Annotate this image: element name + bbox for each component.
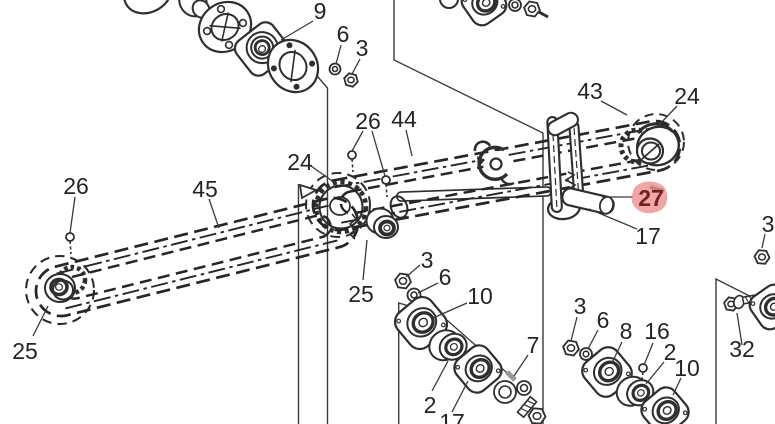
svg-text:10: 10 [674, 355, 700, 381]
svg-text:27: 27 [638, 185, 664, 211]
svg-text:43: 43 [577, 78, 603, 104]
svg-text:32: 32 [729, 336, 755, 362]
svg-text:16: 16 [644, 318, 670, 344]
svg-text:3: 3 [574, 293, 587, 319]
svg-text:26: 26 [355, 108, 381, 134]
svg-text:3: 3 [356, 35, 369, 61]
svg-text:7: 7 [527, 332, 540, 358]
svg-text:25: 25 [348, 281, 374, 307]
svg-text:26: 26 [63, 173, 89, 199]
svg-text:45: 45 [192, 176, 218, 202]
svg-text:44: 44 [391, 106, 417, 132]
svg-text:3: 3 [762, 211, 775, 237]
svg-text:3: 3 [421, 247, 434, 273]
svg-text:25: 25 [12, 338, 38, 364]
svg-text:2: 2 [424, 392, 437, 418]
svg-text:24: 24 [287, 149, 313, 175]
svg-text:8: 8 [620, 318, 633, 344]
svg-text:9: 9 [314, 0, 327, 24]
svg-text:24: 24 [674, 83, 700, 109]
svg-text:10: 10 [467, 283, 493, 309]
svg-text:6: 6 [597, 307, 610, 333]
svg-text:6: 6 [337, 21, 350, 47]
svg-text:2: 2 [664, 339, 677, 365]
svg-text:17: 17 [635, 223, 661, 249]
svg-text:17: 17 [439, 409, 465, 424]
svg-text:6: 6 [439, 264, 452, 290]
